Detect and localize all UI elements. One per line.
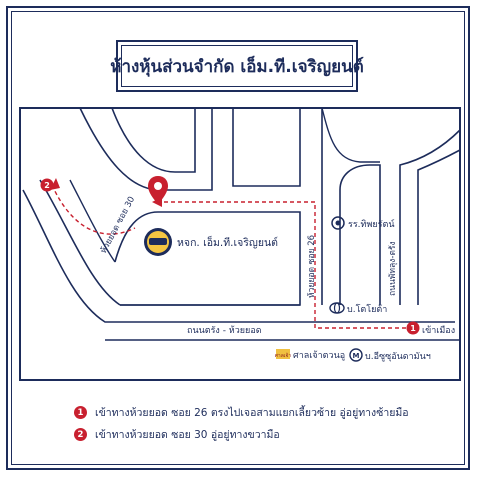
svg-text:M: M <box>353 352 360 360</box>
block-right-1 <box>339 164 381 305</box>
road-right-curve <box>399 129 461 305</box>
isuzu-icon: M <box>349 348 363 362</box>
legend-item-1: 1 เข้าทางห้วยยอด ซอย 26 ตรงไปเจอสามแยกเล… <box>74 404 454 421</box>
toyota-icon <box>329 302 345 314</box>
road-top-left-edge-b <box>111 107 176 173</box>
page-title: ห้างหุ้นส่วนจำกัด เอ็ม.ที.เจริญยนต์ <box>110 56 364 77</box>
road-soi26-label: ห้วยยอด ซอย 26 <box>306 235 317 298</box>
legend-text-1: เข้าทางห้วยยอด ซอย 26 ตรงไปเจอสามแยกเลี้… <box>95 407 409 419</box>
road-left-inner-edge <box>39 179 121 306</box>
road-block-top-left-b <box>175 108 196 173</box>
inner-frame <box>11 11 465 465</box>
company-block <box>114 211 301 306</box>
isuzu-label: บ.อีซูซุอันดามันฯ <box>365 351 431 362</box>
road-top-left-edge-a <box>79 107 161 191</box>
road-main-label: ถนนตรัง - ห้วยยอด <box>187 325 262 336</box>
school-label: รร.ทิพยรัตน์ <box>348 218 395 230</box>
legend-number-1: 1 <box>74 406 87 419</box>
shrine-label: ศาลเจ้าตวนอู <box>293 350 345 361</box>
road-block-top-mid <box>232 108 301 187</box>
location-pin-icon <box>148 176 168 204</box>
title-box: ห้างหุ้นส่วนจำกัด เอ็ม.ที.เจริญยนต์ <box>110 40 364 92</box>
company-logo-icon <box>144 228 172 256</box>
map-border <box>19 107 461 381</box>
marker-2: 2 <box>40 178 54 192</box>
road-right-label: ถนนพัทลุง-ตรัง <box>388 241 398 296</box>
marker-2-text: 2 <box>44 181 50 190</box>
road-block-top-left <box>159 108 213 191</box>
route-2-dashed <box>51 184 136 235</box>
road-top-right-curve <box>321 107 380 163</box>
marker-1-text: 1 <box>410 324 416 333</box>
legend-item-2: 2 เข้าทางห้วยยอด ซอย 30 อู่อยู่ทางขวามือ <box>74 426 454 443</box>
company-label: หจก. เอ็ม.ที.เจริญยนต์ <box>177 235 278 249</box>
route-1-dashed <box>160 201 413 329</box>
shrine-icon-text: ศาลเจ้า <box>275 352 292 359</box>
road-right-curve-b <box>417 149 461 305</box>
marker-1: 1 <box>406 321 420 335</box>
legend-text-2: เข้าทางห้วยยอด ซอย 30 อู่อยู่ทางขวามือ <box>95 429 280 441</box>
shrine-icon: ศาลเจ้า <box>275 349 292 359</box>
entry-label: เข้าเมือง <box>422 325 455 336</box>
legend-number-2: 2 <box>74 428 87 441</box>
road-left-mid-edge <box>69 179 116 263</box>
toyota-label: บ.โตโยต้า <box>347 304 387 315</box>
road-left-outer-edge <box>22 189 455 323</box>
outer-frame <box>6 6 470 470</box>
school-icon <box>331 216 345 230</box>
title-box-inner: ห้างหุ้นส่วนจำกัด เอ็ม.ที.เจริญยนต์ <box>110 45 364 87</box>
